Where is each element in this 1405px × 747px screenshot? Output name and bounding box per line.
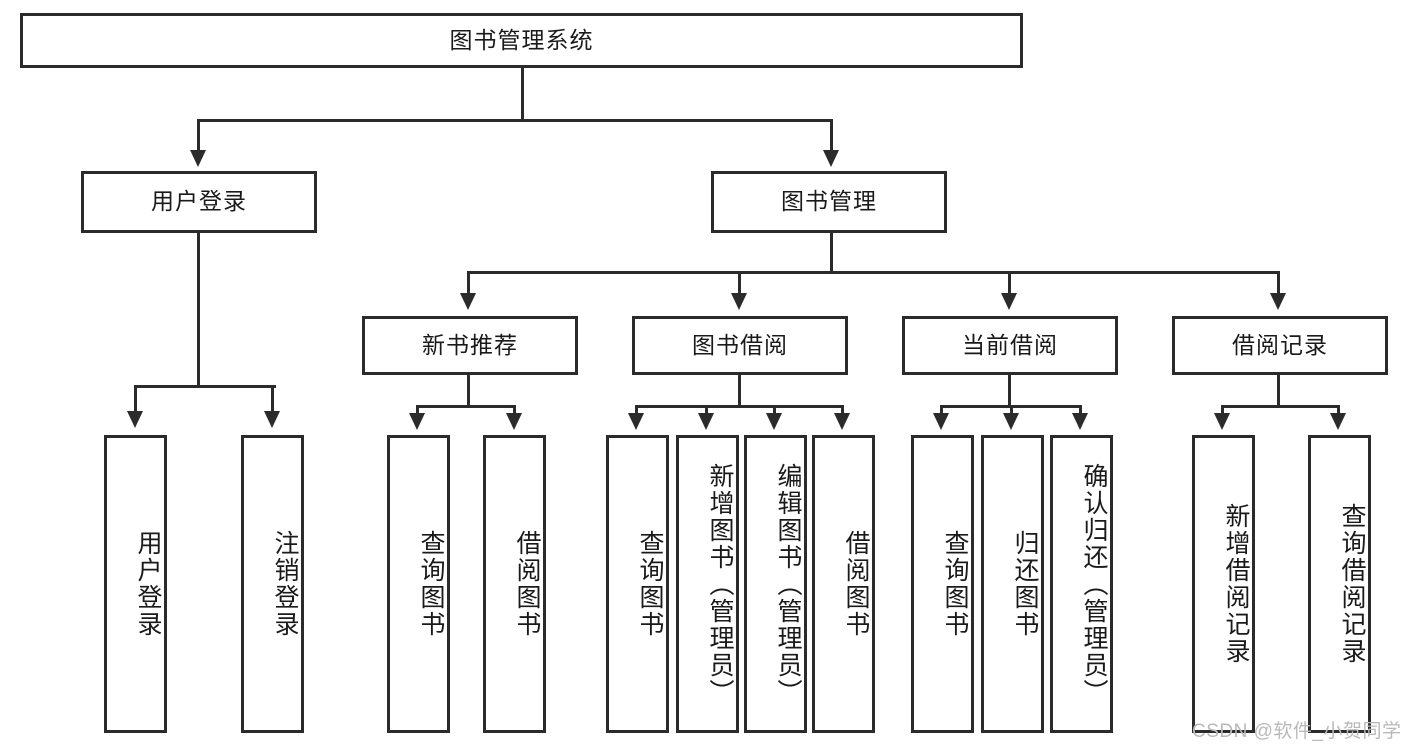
edge-new-book-stem xyxy=(467,375,470,405)
edge-root-stem xyxy=(521,67,524,119)
edge-user-login-to-leaf-2 xyxy=(271,385,274,413)
node-label: 确认归还（管理员） xyxy=(1080,462,1108,706)
node-label: 借阅图书 xyxy=(842,530,870,638)
node-leaf-add-book-admin[interactable]: 新增图书（管理员） xyxy=(676,435,739,733)
node-leaf-query-borrow-record[interactable]: 查询借阅记录 xyxy=(1308,435,1371,733)
edge-user-login-bus xyxy=(134,385,276,388)
edge-bm-to-book-borrow xyxy=(738,271,741,295)
arrow-bm-to-new-book xyxy=(460,293,476,310)
node-label: 新增借阅记录 xyxy=(1222,503,1250,665)
arrow-bb-to-leaf-3 xyxy=(766,413,782,430)
edge-current-borrow-stem xyxy=(1008,375,1011,405)
node-leaf-borrow-book-1[interactable]: 借阅图书 xyxy=(483,435,546,733)
arrow-br-to-leaf-1 xyxy=(1214,413,1230,430)
arrow-bm-to-current-borrow xyxy=(1001,293,1017,310)
node-leaf-edit-book-admin[interactable]: 编辑图书（管理员） xyxy=(744,435,807,733)
node-label: 归还图书 xyxy=(1011,530,1039,638)
node-leaf-query-book-3[interactable]: 查询图书 xyxy=(911,435,974,733)
node-book-management[interactable]: 图书管理 xyxy=(711,171,947,233)
arrow-bb-to-leaf-2 xyxy=(698,413,714,430)
arrow-cb-to-leaf-1 xyxy=(933,413,949,430)
node-leaf-user-login[interactable]: 用户登录 xyxy=(104,435,167,733)
node-leaf-confirm-return-admin[interactable]: 确认归还（管理员） xyxy=(1050,435,1113,733)
edge-bb-to-leaf-3 xyxy=(773,405,776,415)
node-label: 借阅图书 xyxy=(513,530,541,638)
node-leaf-query-book-2[interactable]: 查询图书 xyxy=(606,435,669,733)
node-label: 注销登录 xyxy=(271,530,299,638)
node-label: 编辑图书（管理员） xyxy=(774,462,802,706)
arrow-root-to-user-login xyxy=(190,150,206,167)
node-leaf-borrow-book-2[interactable]: 借阅图书 xyxy=(812,435,875,733)
arrow-bm-to-borrow-record xyxy=(1270,293,1286,310)
arrow-bm-to-book-borrow xyxy=(731,293,747,310)
node-label: 新增图书（管理员） xyxy=(706,462,734,706)
edge-borrow-record-stem xyxy=(1277,375,1280,405)
edge-book-management-stem xyxy=(830,233,833,271)
arrow-user-login-to-leaf-2 xyxy=(264,411,280,428)
node-borrow-record[interactable]: 借阅记录 xyxy=(1172,316,1388,375)
edge-book-borrow-stem xyxy=(738,375,741,405)
node-user-login[interactable]: 用户登录 xyxy=(81,171,317,233)
node-book-borrow[interactable]: 图书借阅 xyxy=(632,316,848,375)
edge-book-borrow-bus xyxy=(635,405,844,408)
node-label: 查询借阅记录 xyxy=(1338,503,1366,665)
edge-bb-to-leaf-1 xyxy=(635,405,638,415)
arrow-bb-to-leaf-1 xyxy=(628,413,644,430)
arrow-nb-to-leaf-2 xyxy=(506,413,522,430)
edge-bb-to-leaf-4 xyxy=(841,405,844,415)
arrow-br-to-leaf-2 xyxy=(1330,413,1346,430)
node-label: 当前借阅 xyxy=(962,331,1058,358)
node-current-borrow[interactable]: 当前借阅 xyxy=(902,316,1118,375)
edge-root-to-book-management xyxy=(830,119,833,152)
edge-bm-to-new-book xyxy=(467,271,470,295)
edge-cb-to-leaf-3 xyxy=(1079,405,1082,415)
edge-user-login-to-leaf-1 xyxy=(134,385,137,413)
edge-book-management-bus xyxy=(467,271,1280,274)
node-label: 查询图书 xyxy=(941,530,969,638)
edge-br-to-leaf-1 xyxy=(1221,405,1224,415)
node-root-system[interactable]: 图书管理系统 xyxy=(20,13,1023,68)
edge-cb-to-leaf-2 xyxy=(1010,405,1013,415)
node-leaf-return-book[interactable]: 归还图书 xyxy=(981,435,1044,733)
node-label: 图书管理 xyxy=(781,188,877,215)
edge-borrow-record-bus xyxy=(1221,405,1340,408)
node-label: 用户登录 xyxy=(151,188,247,215)
edge-bm-to-current-borrow xyxy=(1008,271,1011,295)
edge-nb-to-leaf-2 xyxy=(513,405,516,415)
node-label: 图书管理系统 xyxy=(449,26,594,53)
node-leaf-query-book-1[interactable]: 查询图书 xyxy=(387,435,450,733)
edge-new-book-bus xyxy=(416,405,516,408)
arrow-bb-to-leaf-4 xyxy=(834,413,850,430)
edge-root-to-user-login xyxy=(197,119,200,152)
arrow-nb-to-leaf-1 xyxy=(409,413,425,430)
arrow-user-login-to-leaf-1 xyxy=(127,411,143,428)
node-label: 查询图书 xyxy=(636,530,664,638)
node-new-book-recommend[interactable]: 新书推荐 xyxy=(362,316,578,375)
watermark-text: CSDN @软件_小贺同学 xyxy=(1192,721,1402,742)
node-leaf-user-logout[interactable]: 注销登录 xyxy=(241,435,304,733)
edge-root-bus xyxy=(197,119,833,122)
edge-nb-to-leaf-1 xyxy=(416,405,419,415)
node-label: 图书借阅 xyxy=(692,331,788,358)
arrow-root-to-book-management xyxy=(823,150,839,167)
node-label: 查询图书 xyxy=(417,530,445,638)
edge-cb-to-leaf-1 xyxy=(940,405,943,415)
node-label: 新书推荐 xyxy=(422,331,518,358)
edge-bb-to-leaf-2 xyxy=(705,405,708,415)
node-leaf-add-borrow-record[interactable]: 新增借阅记录 xyxy=(1192,435,1255,733)
node-label: 用户登录 xyxy=(134,530,162,638)
arrow-cb-to-leaf-3 xyxy=(1072,413,1088,430)
edge-br-to-leaf-2 xyxy=(1337,405,1340,415)
arrow-cb-to-leaf-2 xyxy=(1003,413,1019,430)
edge-bm-to-borrow-record xyxy=(1277,271,1280,295)
node-label: 借阅记录 xyxy=(1232,331,1328,358)
edge-user-login-stem xyxy=(197,233,200,385)
